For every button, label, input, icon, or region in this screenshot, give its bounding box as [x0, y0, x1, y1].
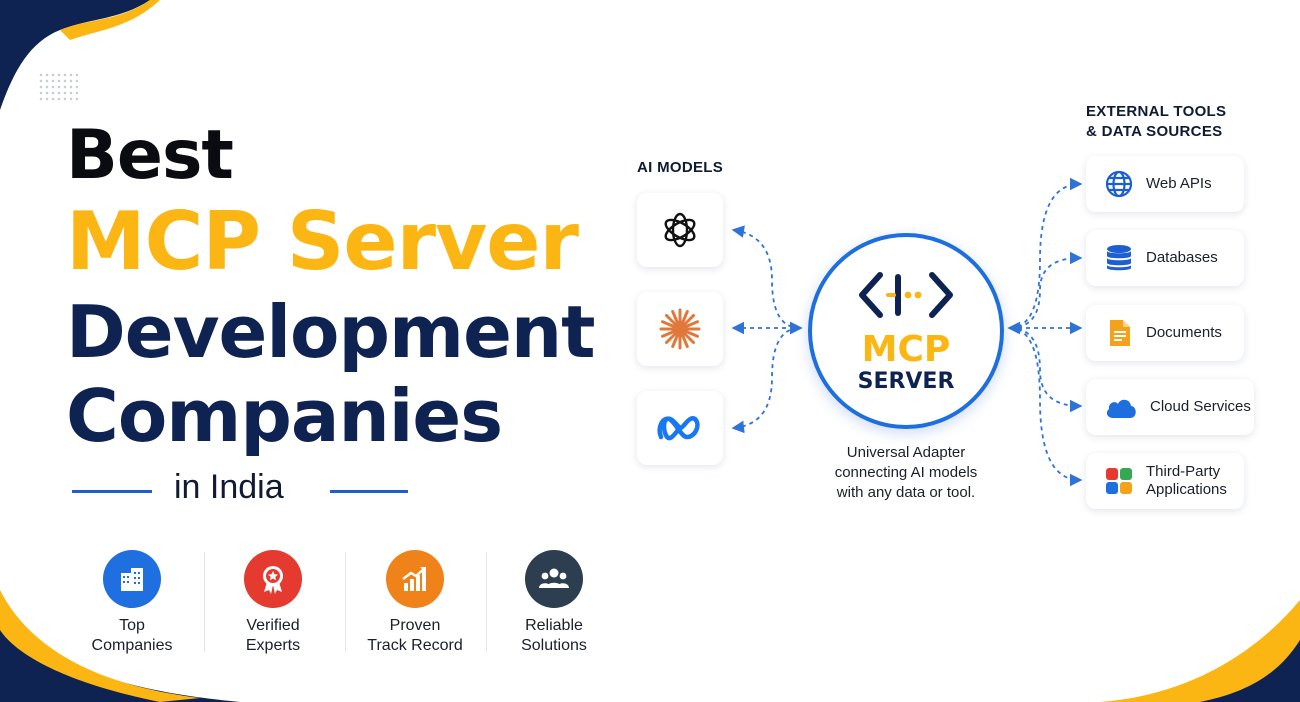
team-icon	[539, 568, 569, 588]
server-title-server: SERVER	[857, 369, 955, 394]
feature-label-line: Companies	[91, 637, 173, 654]
server-title-mcp: MCP	[861, 329, 951, 370]
apps-grid-icon	[1106, 468, 1132, 494]
connector-cloud	[1009, 327, 1083, 413]
feature-icon-circle	[386, 550, 444, 608]
feature-separator	[486, 552, 487, 652]
tool-card-cloud-services: Cloud Services	[1086, 379, 1254, 435]
connector-openai	[731, 225, 803, 335]
tool-label-line: Third-Party	[1146, 463, 1221, 480]
feature-label-line: Track Record	[367, 637, 463, 654]
external-tools-title-line: EXTERNAL TOOLS	[1086, 103, 1227, 120]
feature-label-line: Reliable	[525, 617, 583, 634]
tool-card-documents: Documents	[1086, 305, 1244, 361]
cloud-icon	[1106, 399, 1136, 418]
connector-third-party	[1009, 327, 1083, 487]
feature-icon-circle	[525, 550, 583, 608]
feature-label-line: Proven	[389, 617, 441, 634]
caption-line: with any data or tool.	[836, 484, 976, 501]
feature-icon-circle	[103, 550, 161, 608]
globe-icon	[1105, 170, 1133, 198]
server-caption: Universal Adapter connecting AI models w…	[808, 443, 1004, 503]
headline-best: Best	[66, 116, 234, 195]
headline-companies: Companies	[66, 374, 503, 458]
database-icon	[1107, 245, 1131, 271]
connector-web-apis	[1007, 177, 1083, 335]
divider-left	[72, 490, 152, 493]
award-badge-icon	[263, 566, 283, 594]
ai-models-title: AI MODELS	[637, 158, 723, 178]
feature-separator	[345, 552, 346, 652]
tool-label-line: Applications	[1146, 481, 1227, 498]
growth-chart-icon	[402, 567, 426, 591]
mcp-server-hub: MCP SERVER	[808, 233, 1004, 429]
ai-models-title-text: AI MODELS	[637, 159, 724, 176]
tool-label-line: Cloud Services	[1150, 398, 1251, 415]
tool-card-web-apis: Web APIs	[1086, 156, 1244, 212]
tool-card-third-party-applications: Third-Party Applications	[1086, 453, 1244, 509]
caption-line: connecting AI models	[834, 464, 978, 481]
decorative-corner-bottom-right	[1100, 600, 1300, 702]
model-card-claude	[637, 292, 723, 366]
model-card-openai	[637, 193, 723, 267]
headline-in-india: in India	[174, 468, 284, 506]
decorative-corner-bottom-left	[0, 590, 240, 702]
connector-meta	[731, 321, 803, 434]
tool-label-line: Databases	[1146, 249, 1218, 266]
claude-logo-icon	[659, 308, 701, 350]
feature-separator	[204, 552, 205, 652]
feature-icon-circle	[244, 550, 302, 608]
connector-databases	[1009, 251, 1083, 329]
decorative-corner-top-left	[0, 0, 160, 110]
tool-label-line: Web APIs	[1146, 175, 1212, 192]
model-card-meta	[637, 391, 723, 465]
feature-label-line: Verified	[246, 617, 300, 634]
caption-line: Universal Adapter	[846, 444, 966, 461]
building-icon	[121, 568, 143, 591]
openai-logo-icon	[664, 212, 696, 248]
meta-logo-icon	[657, 416, 700, 441]
divider-right	[330, 490, 408, 493]
feature-label-line: Solutions	[521, 637, 587, 654]
code-brackets-icon	[859, 272, 953, 318]
decorative-dot-grid	[38, 72, 78, 102]
headline-mcp-server: MCP Server	[66, 195, 579, 288]
headline-development: Development	[66, 290, 596, 374]
external-tools-title: EXTERNAL TOOLS & DATA SOURCES	[1086, 102, 1226, 142]
feature-label-line: Top	[119, 617, 145, 634]
external-tools-title-line: & DATA SOURCES	[1086, 123, 1223, 140]
feature-label-line: Experts	[245, 637, 301, 654]
tool-card-databases: Databases	[1086, 230, 1244, 286]
tool-label-line: Documents	[1146, 324, 1222, 341]
document-icon	[1110, 320, 1130, 346]
